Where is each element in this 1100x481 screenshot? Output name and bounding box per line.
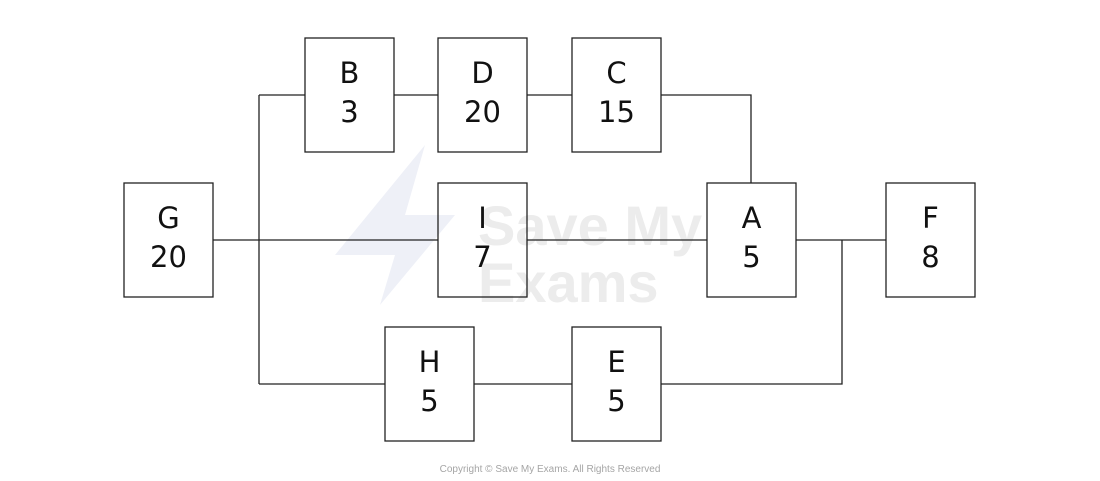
node-g-duration: 20 bbox=[150, 240, 187, 274]
watermark-line-2: Exams bbox=[478, 251, 659, 314]
node-d-letter: D bbox=[471, 56, 493, 90]
node-a-duration: 5 bbox=[742, 240, 760, 274]
node-f-letter: F bbox=[922, 201, 939, 235]
node-c: C 15 bbox=[571, 37, 662, 153]
node-f: F 8 bbox=[885, 182, 976, 298]
node-f-duration: 8 bbox=[921, 240, 939, 274]
node-d: D 20 bbox=[437, 37, 528, 153]
node-c-letter: C bbox=[606, 56, 626, 90]
node-a-letter: A bbox=[742, 201, 762, 235]
connector-c-a bbox=[661, 94, 752, 183]
node-i: I 7 bbox=[437, 182, 528, 298]
watermark-line-1: Save My bbox=[478, 194, 702, 257]
connectors bbox=[213, 94, 886, 385]
node-e-letter: E bbox=[607, 345, 625, 379]
node-a: A 5 bbox=[706, 182, 797, 298]
node-i-duration: 7 bbox=[473, 240, 491, 274]
node-b: B 3 bbox=[304, 37, 395, 153]
node-h: H 5 bbox=[384, 326, 475, 442]
node-e-duration: 5 bbox=[607, 384, 625, 418]
node-e: E 5 bbox=[571, 326, 662, 442]
node-b-duration: 3 bbox=[340, 95, 358, 129]
node-c-duration: 15 bbox=[598, 95, 635, 129]
watermark: Save My Exams bbox=[335, 145, 702, 314]
node-d-duration: 20 bbox=[464, 95, 501, 129]
copyright-text: Copyright © Save My Exams. All Rights Re… bbox=[440, 464, 661, 475]
watermark-logo-icon bbox=[335, 145, 455, 305]
node-h-duration: 5 bbox=[420, 384, 438, 418]
node-b-letter: B bbox=[340, 56, 360, 90]
node-g: G 20 bbox=[123, 182, 214, 298]
connector-e-merge bbox=[661, 240, 843, 385]
node-g-letter: G bbox=[157, 201, 179, 235]
node-i-letter: I bbox=[478, 201, 487, 235]
node-h-letter: H bbox=[419, 345, 441, 379]
